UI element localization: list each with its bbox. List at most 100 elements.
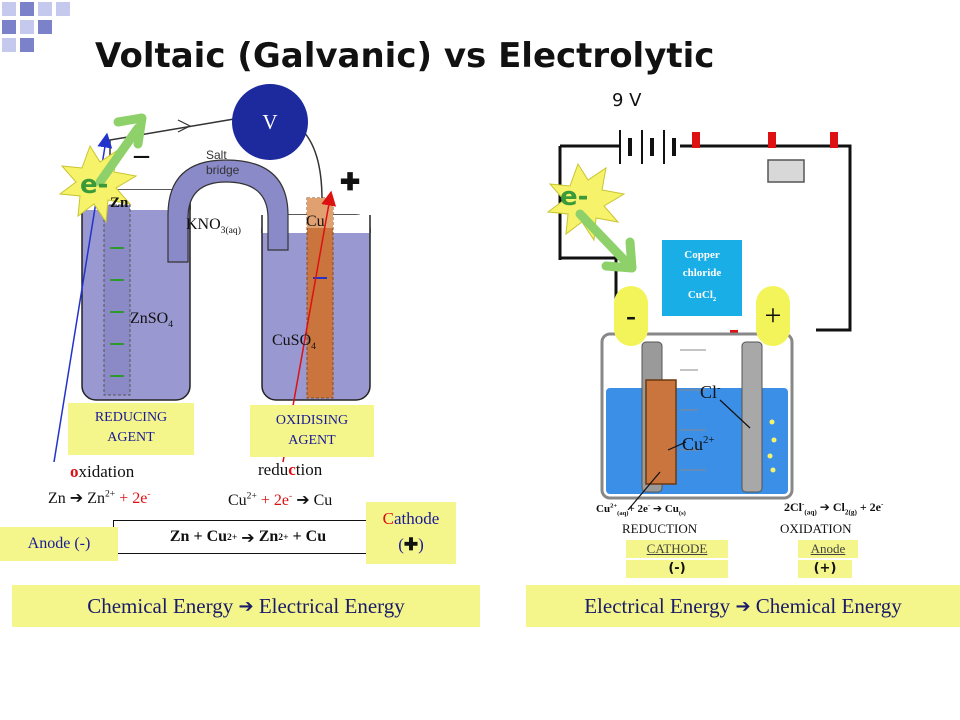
cu-ion: Cu (682, 434, 704, 454)
zinc-negative-marks (110, 247, 124, 377)
zn-half-e-charge: - (147, 488, 151, 500)
positive-electrode-badge: + (756, 286, 790, 346)
anode-eq-a: 2Cl (784, 500, 802, 514)
kno3-label: KNO3(aq) (186, 216, 241, 236)
electron-label-left: e- (80, 170, 109, 200)
reducing-line2: AGENT (107, 430, 155, 445)
salt-bridge-label: Salt bridge (206, 148, 239, 178)
electron-label-right: e- (560, 182, 589, 212)
zn-label: Zn (110, 195, 129, 211)
oxidation-caption: OXIDATION (780, 521, 852, 536)
anode-eq-c: + 2e (859, 500, 882, 514)
voltmeter (232, 84, 308, 160)
green-arrow-left (95, 123, 143, 187)
oxidising-line2: AGENT (288, 433, 336, 448)
cathode-c: C (382, 509, 394, 528)
cu-charge: 2+ (703, 434, 715, 446)
copper-chloride-line1: Copper (684, 249, 720, 261)
anode-eq-sub2: 2(g) (844, 508, 857, 517)
oxidation-o: o (70, 462, 79, 481)
znso4-main: ZnSO (130, 310, 169, 327)
energy-banner-right: Electrical Energy ➔ Chemical Energy (526, 585, 960, 627)
anode-eq-sub1: (aq) (804, 508, 817, 517)
plus-sign: ✚ (340, 170, 361, 196)
cathode-close: ) (418, 535, 424, 554)
battery-label: 9 V (612, 90, 642, 111)
anode-equation: 2Cl-(aq) ➔ Cl2(g) + 2e- (784, 500, 883, 516)
negative-electrode-badge: - (614, 286, 648, 346)
reduction-caption: REDUCTION (622, 521, 698, 536)
cathode-eq-sub2: (s) (678, 510, 686, 518)
minus-sign: – (134, 138, 149, 171)
cathode-equation: Cu2+(aq)+ 2e- ➔ Cu(s) (596, 502, 686, 517)
cl-ion: Cl (700, 382, 718, 402)
chloride-ion-label: Cl- (700, 382, 721, 403)
zn-half-equation: Zn ➔ Zn2+ + 2e- (48, 488, 151, 508)
cathode-eq-sub1: (aq) (617, 510, 629, 518)
reduction-b: tion (295, 460, 323, 479)
zn-half-arrow: ➔ (69, 488, 84, 507)
zn-half-charge: 2+ (104, 488, 116, 500)
overall-charge2: 2+ (278, 531, 289, 543)
overall-charge1: 2+ (227, 531, 238, 543)
oxidation-rest: xidation (78, 462, 135, 481)
voltmeter-label: V (262, 110, 278, 134)
banner-right-from: Electrical Energy (584, 593, 731, 618)
kno3-sub: 3(aq) (220, 225, 241, 237)
banner-left-to: Electrical Energy (258, 593, 405, 618)
overall-c: + Cu (292, 528, 327, 545)
anode-label-left: Anode (-) (0, 527, 118, 561)
anode-eq-charge: - (802, 500, 805, 508)
reduction-c: c (288, 460, 296, 479)
zn-half-a: Zn (48, 490, 66, 507)
banner-left-arrow: ➔ (238, 595, 254, 617)
salt-bridge-line2: bridge (206, 163, 240, 177)
cucl2-main: CuCl (687, 289, 713, 301)
cathode-eq-a: Cu (596, 503, 611, 515)
cuso4-main: CuSO (272, 332, 312, 349)
anode-sign: (+) (798, 560, 852, 578)
wire-arrow (177, 119, 192, 133)
cu-half-e-charge: - (289, 490, 293, 502)
cathode-eq-e: - (647, 502, 651, 510)
green-arrow-right (575, 209, 633, 269)
copper-chloride-line2: chloride (682, 267, 722, 279)
zn-half-electrons: + 2e (119, 490, 148, 507)
cu-half-b: Cu (313, 492, 333, 509)
overall-arrow: ➔ (241, 527, 255, 547)
cu-label: Cu (306, 213, 325, 230)
anode-eq-b: Cl (832, 500, 845, 514)
oxidising-agent-box: OXIDISING AGENT (250, 405, 374, 457)
reduction-a: redu (258, 460, 289, 479)
znso4-sub: 4 (168, 319, 174, 331)
electrolytic-cell-diagram (546, 130, 852, 510)
cu-half-equation: Cu2+ + 2e- ➔ Cu (228, 490, 332, 510)
page-title: Voltaic (Galvanic) vs Electrolytic (95, 36, 715, 76)
zinc-electrode (103, 204, 131, 396)
copper-electrode (306, 197, 334, 399)
cathode-eq-charge: 2+ (610, 502, 618, 510)
reducing-agent-box: REDUCING AGENT (68, 403, 194, 455)
anode-eq-e: - (881, 500, 884, 508)
cathode-eq-arrow: ➔ (652, 502, 663, 515)
electron-burst-right (546, 162, 626, 242)
banner-right-to: Chemical Energy (755, 593, 902, 618)
copper-ion-label: Cu2+ (682, 434, 715, 455)
cu-half-arrow: ➔ (296, 490, 310, 509)
cuso4-label: CuSO4 (272, 332, 316, 352)
copper-chloride-box: Copper chloride CuCl2 (662, 240, 742, 316)
energy-banner-left: Chemical Energy ➔ Electrical Energy (12, 585, 480, 627)
reducing-line1: REDUCING (94, 410, 168, 425)
cu-half-charge: 2+ (246, 490, 257, 502)
cathode-eq-c: Cu (664, 503, 679, 515)
reduction-label: reduction (258, 460, 322, 480)
cu-half-a: Cu (228, 492, 247, 509)
cathode-eq-b: + 2e (628, 503, 648, 515)
cathode-rest: athode (394, 509, 440, 528)
banner-left-from: Chemical Energy (87, 593, 234, 618)
banner-right-arrow: ➔ (735, 595, 751, 617)
overall-a: Zn + Cu (169, 528, 228, 545)
oxidising-line1: OXIDISING (275, 413, 349, 428)
cucl2-sub: 2 (712, 296, 717, 304)
